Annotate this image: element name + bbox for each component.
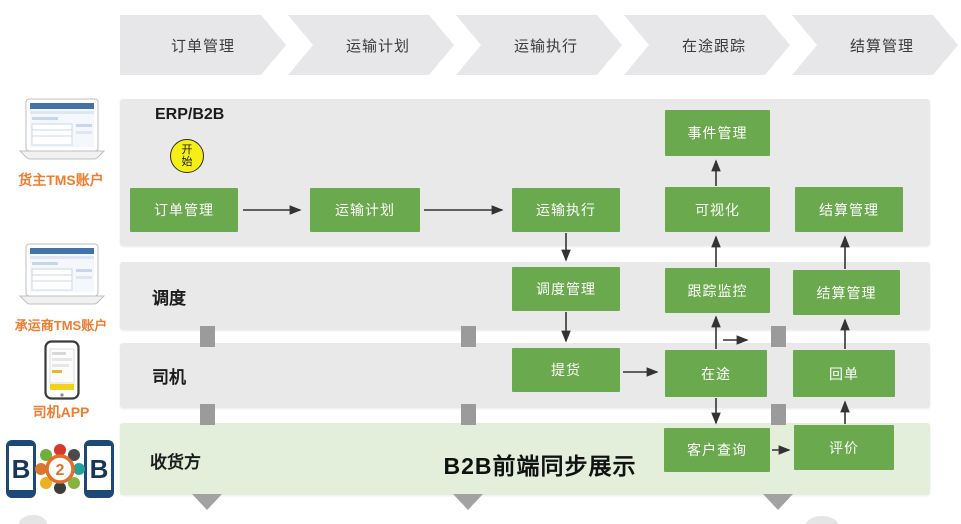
decorative-blob	[806, 516, 838, 524]
b2b-logo-icon: B B 2	[6, 440, 114, 498]
b2b-center-number: 2	[56, 462, 65, 479]
start-node-label: 开始	[181, 143, 193, 168]
node-visualization: 可视化	[665, 187, 770, 232]
node-tracking-monitor: 跟踪监控	[665, 268, 770, 313]
process-stage-label: 运输执行	[513, 37, 578, 55]
process-stage-label: 订单管理	[170, 37, 235, 55]
smartphone-icon	[44, 340, 80, 400]
node-settlement-erp: 结算管理	[795, 187, 903, 232]
laptop-icon	[18, 243, 106, 305]
node-transport-exec: 运输执行	[512, 188, 620, 232]
node-in-transit: 在途	[665, 350, 767, 397]
node-evaluation: 评价	[794, 425, 894, 470]
process-stage-exec: 运输执行	[456, 15, 622, 75]
lane-connector-square	[771, 404, 786, 425]
bottom-triangle-marker	[192, 494, 222, 510]
node-settlement-dispatch: 结算管理	[793, 270, 900, 315]
lane-connector-square	[461, 326, 476, 347]
process-stage-label: 结算管理	[849, 37, 914, 55]
lane-connector-square	[200, 404, 215, 425]
b2b-left-letter: B	[12, 454, 31, 484]
node-pickup: 提货	[512, 348, 620, 392]
lane-label-erp-b2b: ERP/B2B	[155, 106, 225, 123]
node-customer-query: 客户查询	[664, 428, 770, 472]
node-transport-plan: 运输计划	[310, 188, 420, 232]
b2b-sync-banner: B2B前端同步展示	[443, 453, 637, 479]
process-stage-settle: 结算管理	[792, 15, 958, 75]
bottom-triangle-marker	[453, 494, 483, 510]
driver-app-label: 司机APP	[32, 404, 90, 420]
laptop-icon	[18, 98, 106, 160]
node-receipt: 回单	[793, 350, 895, 397]
lane-connector-square	[461, 404, 476, 425]
carrier-tms-label: 承运商TMS账户	[14, 318, 108, 333]
lane-connector-square	[200, 326, 215, 347]
node-dispatch-mgmt: 调度管理	[512, 267, 620, 311]
b2b-right-letter: B	[90, 454, 109, 484]
lane-connector-square	[771, 326, 786, 347]
process-stage-label: 在途跟踪	[681, 37, 746, 55]
process-stage-track: 在途跟踪	[624, 15, 790, 75]
process-stage-label: 运输计划	[345, 37, 410, 55]
bottom-triangle-marker	[763, 494, 793, 510]
lane-label-driver: 司机	[152, 368, 186, 387]
lane-label-consignee: 收货方	[150, 453, 201, 472]
process-stage-plan: 运输计划	[288, 15, 454, 75]
node-order-mgmt: 订单管理	[130, 188, 238, 232]
lane-label-dispatch: 调度	[152, 289, 186, 308]
decorative-blob	[19, 515, 47, 524]
process-stage-order: 订单管理	[120, 15, 286, 75]
node-event-mgmt: 事件管理	[665, 110, 770, 156]
start-node: 开始	[170, 139, 204, 173]
shipper-tms-label: 货主TMS账户	[18, 172, 104, 188]
